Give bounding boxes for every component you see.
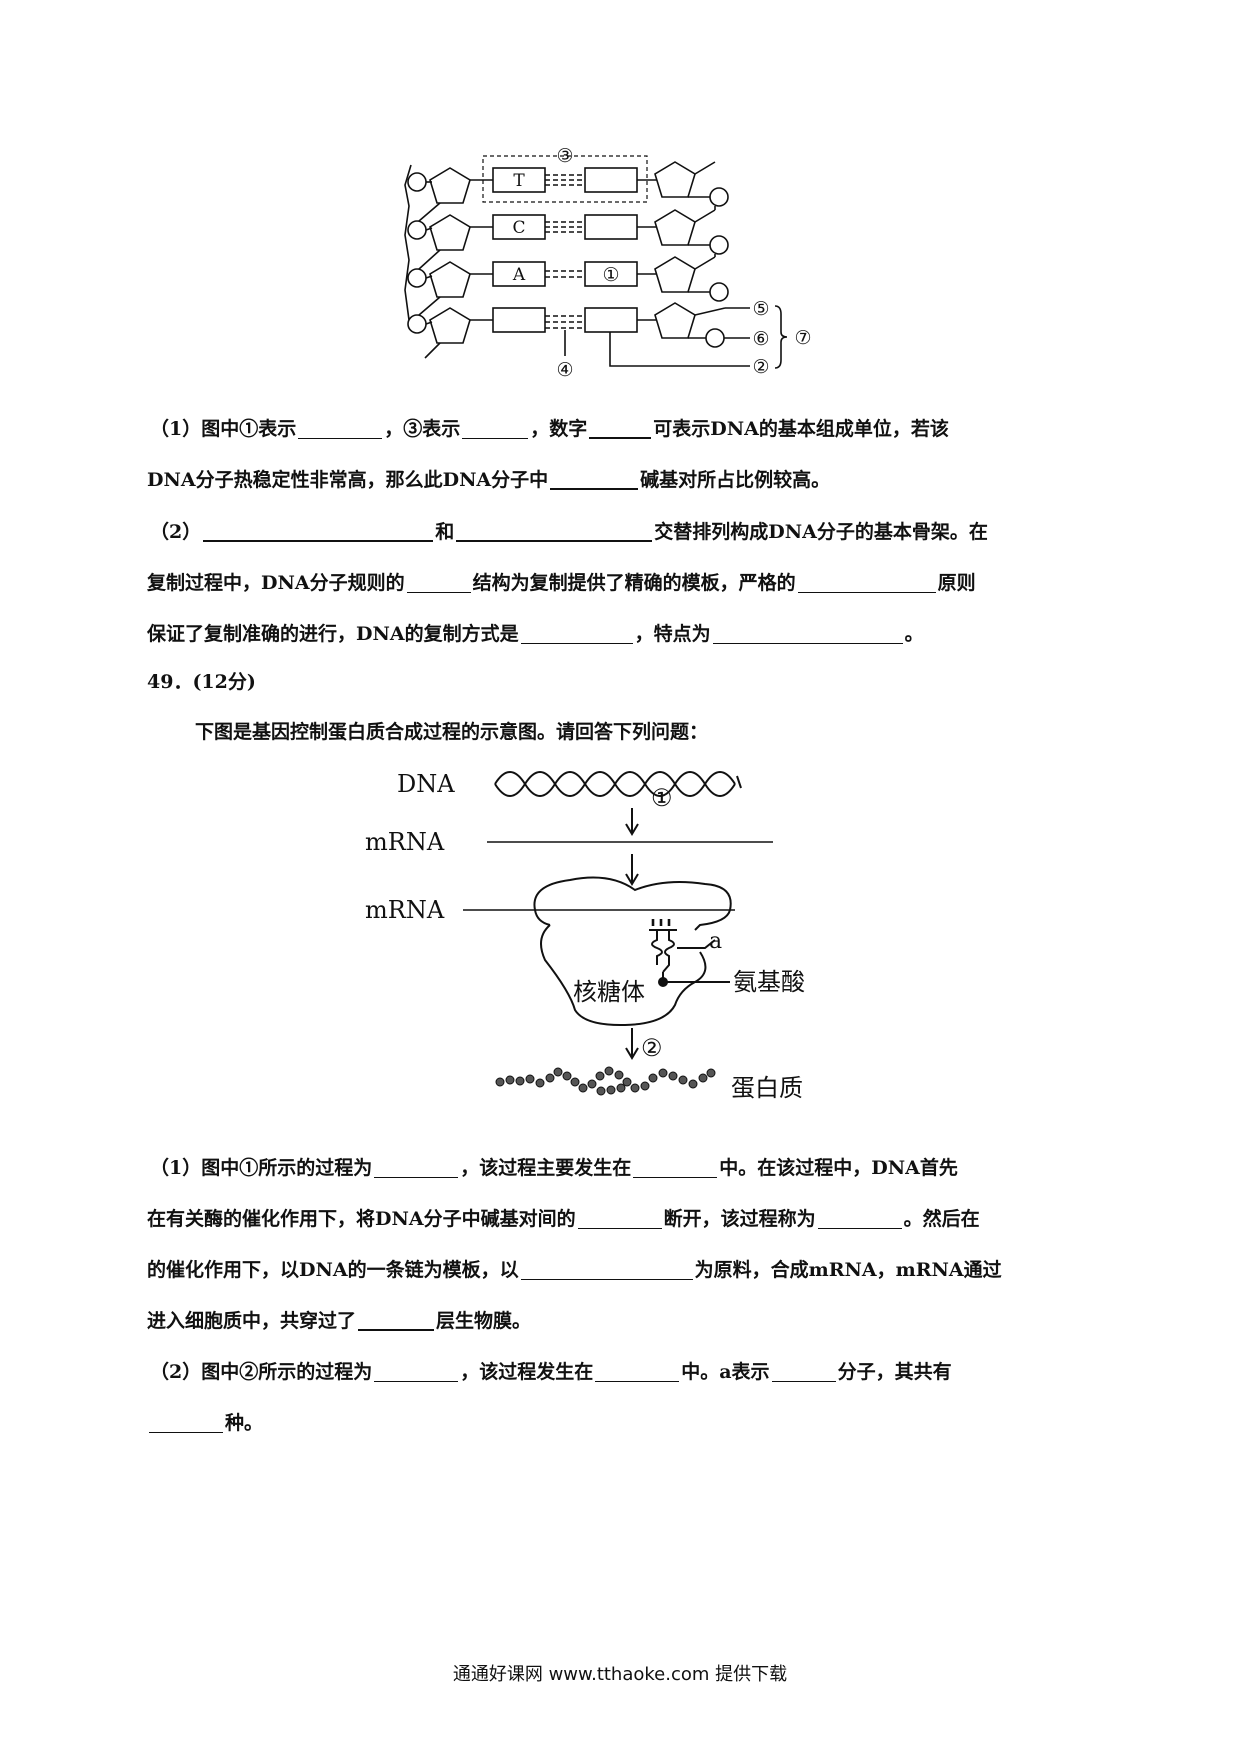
q49-part1-line4: 进入细胞质中，共穿过了层生物膜。 xyxy=(147,1309,532,1332)
label-1: ① xyxy=(602,264,619,286)
answer-blank[interactable] xyxy=(203,520,434,542)
answer-blank[interactable] xyxy=(595,1361,680,1382)
dna-label: DNA xyxy=(397,770,455,798)
amino-acid-label: 氨基酸 xyxy=(733,968,805,996)
label-6: ⑥ xyxy=(752,328,769,350)
answer-blank[interactable] xyxy=(633,1157,718,1178)
q49-number: 49．(12分) xyxy=(147,671,256,693)
answer-blank[interactable] xyxy=(817,1208,902,1229)
answer-blank[interactable] xyxy=(456,520,653,542)
answer-blank[interactable] xyxy=(550,468,639,490)
answer-blank[interactable] xyxy=(589,417,652,439)
answer-blank[interactable] xyxy=(771,1361,836,1382)
ribosome-label: 核糖体 xyxy=(573,978,645,1006)
page-footer: 通通好课网 www.tthaoke.com 提供下载 xyxy=(452,1664,788,1685)
a-label: a xyxy=(709,929,722,954)
answer-blank[interactable] xyxy=(520,623,633,644)
q49-part1-line2: 在有关酶的催化作用下，将DNA分子中碱基对间的断开，该过程称为。然后在 xyxy=(147,1208,980,1230)
answer-blank[interactable] xyxy=(358,1309,435,1331)
q48-part2-line1: （2）和交替排列构成DNA分子的基本骨架。在 xyxy=(150,520,988,543)
q49-part1-line3: 的催化作用下，以DNA的一条链为模板，以为原料，合成mRNA，mRNA通过 xyxy=(147,1259,1002,1281)
q49-part2-line1: （2）图中②所示的过程为，该过程发生在中。a表示分子，其共有 xyxy=(150,1361,952,1383)
q49-intro: 下图是基因控制蛋白质合成过程的示意图。请回答下列问题： xyxy=(195,721,709,743)
mrna-label-top: mRNA xyxy=(365,828,445,856)
label-5: ⑤ xyxy=(752,298,769,320)
label-4: ④ xyxy=(556,359,573,381)
answer-blank[interactable] xyxy=(374,1157,459,1178)
q49-part2-line2: 种。 xyxy=(147,1409,1087,1437)
answer-blank[interactable] xyxy=(797,572,936,593)
answer-blank[interactable] xyxy=(577,1208,662,1229)
label-2: ② xyxy=(752,356,769,378)
base-t-label: T xyxy=(513,171,525,191)
answer-blank[interactable] xyxy=(149,1412,223,1433)
q49-part1-line1: （1）图中①所示的过程为，该过程主要发生在中。在该过程中，DNA首先 xyxy=(150,1157,958,1179)
base-a-label: A xyxy=(512,265,526,285)
q48-part1-line1: （1）图中①表示，③表示，数字可表示DNA的基本组成单位，若该 xyxy=(150,417,949,440)
answer-blank[interactable] xyxy=(298,418,383,439)
label-3: ③ xyxy=(556,145,573,167)
q48-part2-line3: 保证了复制准确的进行，DNA的复制方式是，特点为。 xyxy=(147,623,924,645)
answer-blank[interactable] xyxy=(712,623,903,644)
answer-blank[interactable] xyxy=(462,418,529,439)
mrna-label-bottom: mRNA xyxy=(365,896,445,924)
step-1-label: ① xyxy=(651,784,673,812)
protein-synthesis-diagram: DNA ① mRNA mRNA a 氨基酸 核糖体 ② 蛋白质 xyxy=(365,770,805,1102)
q48-part1-line2: DNA分子热稳定性非常高，那么此DNA分子中碱基对所占比例较高。 xyxy=(147,468,831,491)
q48-part2-line2: 复制过程中，DNA分子规则的结构为复制提供了精确的模板，严格的原则 xyxy=(147,572,976,594)
answer-blank[interactable] xyxy=(406,572,471,593)
answer-blank[interactable] xyxy=(520,1259,693,1280)
dna-structure-diagram: T C A ① ③ ④ ⑤ ⑥ ② ⑦ xyxy=(404,145,812,381)
step-2-label: ② xyxy=(641,1034,663,1062)
answer-blank[interactable] xyxy=(374,1361,459,1382)
label-7: ⑦ xyxy=(794,327,811,349)
base-c-label: C xyxy=(512,218,525,238)
protein-label: 蛋白质 xyxy=(731,1074,803,1102)
